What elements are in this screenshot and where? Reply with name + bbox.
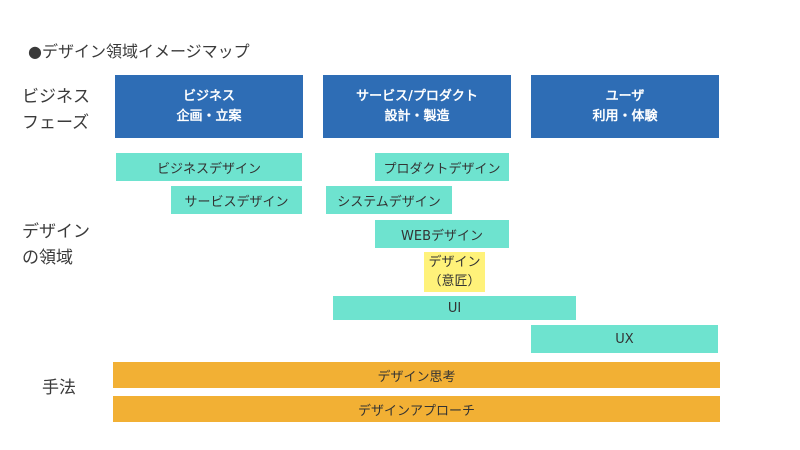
domain-design-ishou-line: （意匠） <box>428 274 481 289</box>
domain-ui: UI <box>333 296 576 320</box>
domain-ux: UX <box>531 325 718 353</box>
domain-design-ishou: デザイン （意匠） <box>424 252 485 292</box>
phase-service-product: サービス/プロダクト 設計・製造 <box>323 75 511 138</box>
phase-name: ビジネス <box>182 88 235 104</box>
phase-user: ユーザ 利用・体験 <box>531 75 719 138</box>
domain-business-design: ビジネスデザイン <box>116 153 302 181</box>
row-label-line: 手法 <box>42 378 76 398</box>
row-label-business-phase: ビジネス フェーズ <box>22 84 90 136</box>
diagram-title: ●デザイン領域イメージマップ <box>28 42 250 61</box>
method-design-approach: デザインアプローチ <box>113 396 720 422</box>
phase-name: サービス/プロダクト <box>356 88 478 104</box>
phase-sub: 設計・製造 <box>384 108 450 124</box>
row-label-method: 手法 <box>42 375 76 401</box>
method-design-thinking: デザイン思考 <box>113 362 720 388</box>
row-label-line: フェーズ <box>22 113 90 133</box>
domain-product-design: プロダクトデザイン <box>375 153 509 181</box>
row-label-line: ビジネス <box>22 87 90 107</box>
phase-sub: 利用・体験 <box>592 108 658 124</box>
phase-name: ユーザ <box>605 88 645 104</box>
domain-system-design: システムデザイン <box>326 186 452 214</box>
row-label-line: デザイン <box>22 222 90 242</box>
domain-design-ishou-line: デザイン <box>428 255 481 270</box>
domain-service-design: サービスデザイン <box>171 186 302 214</box>
row-label-design-domain: デザイン の領域 <box>22 219 90 271</box>
row-label-line: の領域 <box>22 248 73 268</box>
phase-business: ビジネス 企画・立案 <box>115 75 303 138</box>
phase-sub: 企画・立案 <box>176 108 242 124</box>
domain-web-design: WEBデザイン <box>375 220 509 248</box>
